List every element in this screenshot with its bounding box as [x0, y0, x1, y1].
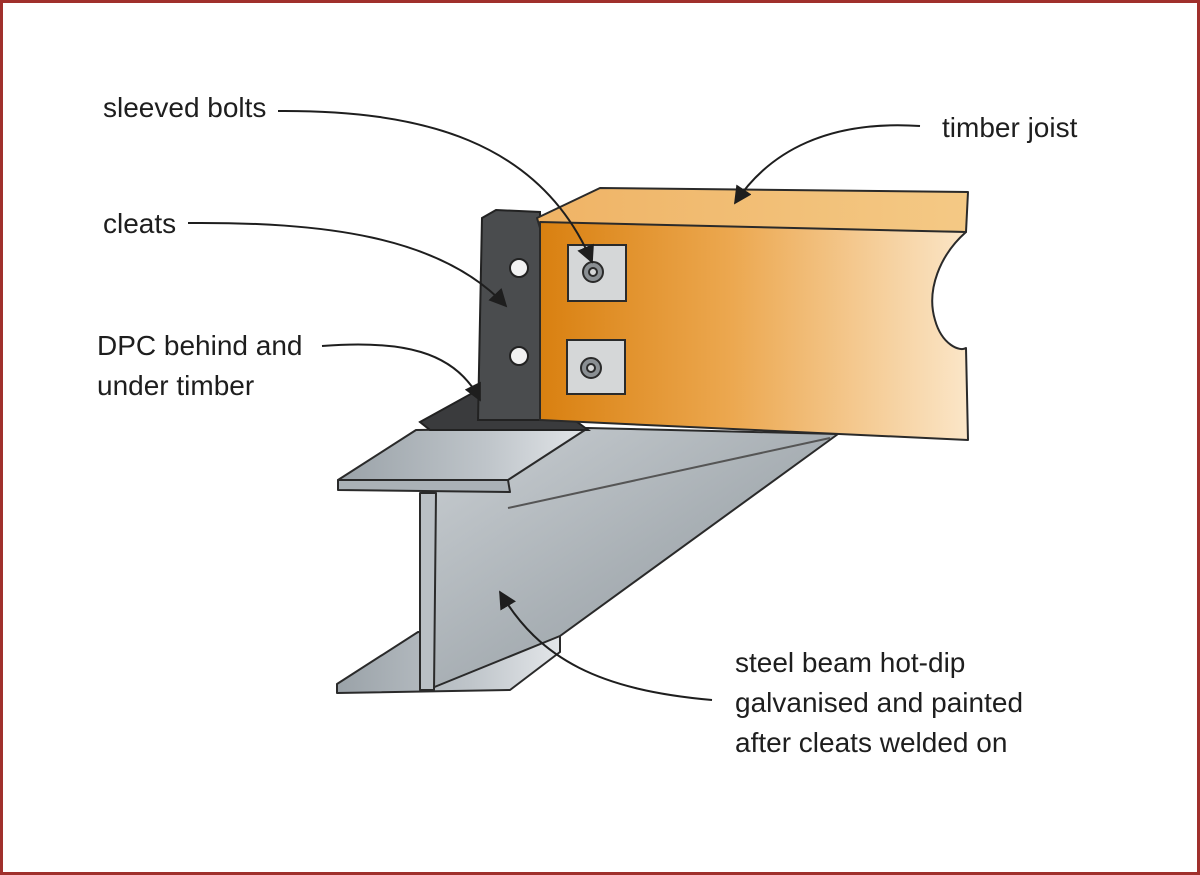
cleat-plate — [476, 208, 547, 421]
label-steel-beam-line-1: steel beam hot-dip — [735, 647, 966, 678]
leader-steel-beam — [499, 590, 713, 701]
label-steel-beam-line-2: galvanised and painted — [735, 687, 1024, 718]
cleat-bolt-hole-lower — [509, 346, 529, 366]
steel-top-flange-edge — [337, 479, 511, 493]
label-timber-joist: timber joist — [942, 112, 1078, 143]
steel-beam — [336, 427, 839, 694]
timber-front-face — [539, 221, 969, 441]
cleat-bolt-hole-upper — [509, 258, 529, 278]
leader-cleats — [187, 221, 508, 308]
label-sleeved-bolts: sleeved bolts — [103, 92, 267, 123]
label-dpc: DPC behind and under timber — [97, 326, 302, 406]
timber-joist — [536, 187, 969, 441]
label-dpc-line-2: under timber — [97, 370, 255, 401]
label-steel-beam: steel beam hot-dip galvanised and painte… — [735, 643, 1023, 763]
leader-dpc — [321, 343, 481, 402]
label-dpc-line-1: DPC behind and — [97, 330, 303, 361]
label-steel-beam-line-3: after cleats welded on — [735, 727, 1008, 758]
leader-timber-joist — [734, 124, 921, 205]
label-cleats: cleats — [103, 208, 177, 239]
steel-web-end — [419, 492, 437, 691]
leader-sleeved-bolts — [277, 109, 594, 264]
